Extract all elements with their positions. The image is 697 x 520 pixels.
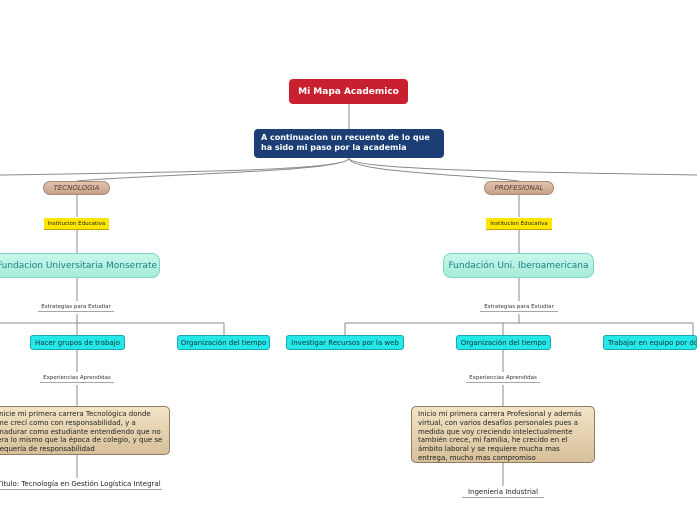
strategy-organizacion-left[interactable]: Organización del tiempo <box>177 335 270 350</box>
label-experiencias-right[interactable]: Experiencias Aprendidas <box>466 373 540 383</box>
tag-institucion-right[interactable]: Institucion Educativa <box>486 218 552 230</box>
strategy-investigar-web[interactable]: Investigar Recursos por la web <box>286 335 404 350</box>
strategy-grupos-trabajo[interactable]: Hacer grupos de trabajo <box>30 335 125 350</box>
experience-right[interactable]: Inicio mi primera carrera Profesional y … <box>411 406 595 463</box>
label-experiencias-left[interactable]: Experiencias Aprendidas <box>40 373 114 383</box>
institution-iberoamericana[interactable]: Fundación Uni. Iberoamericana <box>443 253 594 278</box>
institution-monserrate[interactable]: Fundacion Universitaria Monserrate <box>0 253 160 278</box>
label-estrategias-right[interactable]: Estrategias para Estudiar <box>480 302 558 312</box>
branch-profesional[interactable]: PROFESIONAL <box>484 181 554 195</box>
result-right[interactable]: Ingenieria Industrial <box>462 487 544 498</box>
label-estrategias-left[interactable]: Estrategias para Estudiar <box>38 302 114 312</box>
intro-topic[interactable]: A continuacion un recuento de lo que ha … <box>254 129 444 158</box>
branch-tecnologia[interactable]: TECNOLOGIA <box>43 181 110 195</box>
result-left[interactable]: Titulo: Tecnología en Gestión Logística … <box>0 479 162 490</box>
strategy-equipo[interactable]: Trabajar en equipo por dos <box>603 335 697 350</box>
tag-institucion-left[interactable]: Institucion Educativa <box>44 218 109 230</box>
root-topic[interactable]: Mi Mapa Academico <box>289 79 408 104</box>
experience-left[interactable]: Inicie mi primera carrera Tecnológica do… <box>0 406 170 455</box>
strategy-organizacion-right[interactable]: Organización del tiempo <box>456 335 551 350</box>
